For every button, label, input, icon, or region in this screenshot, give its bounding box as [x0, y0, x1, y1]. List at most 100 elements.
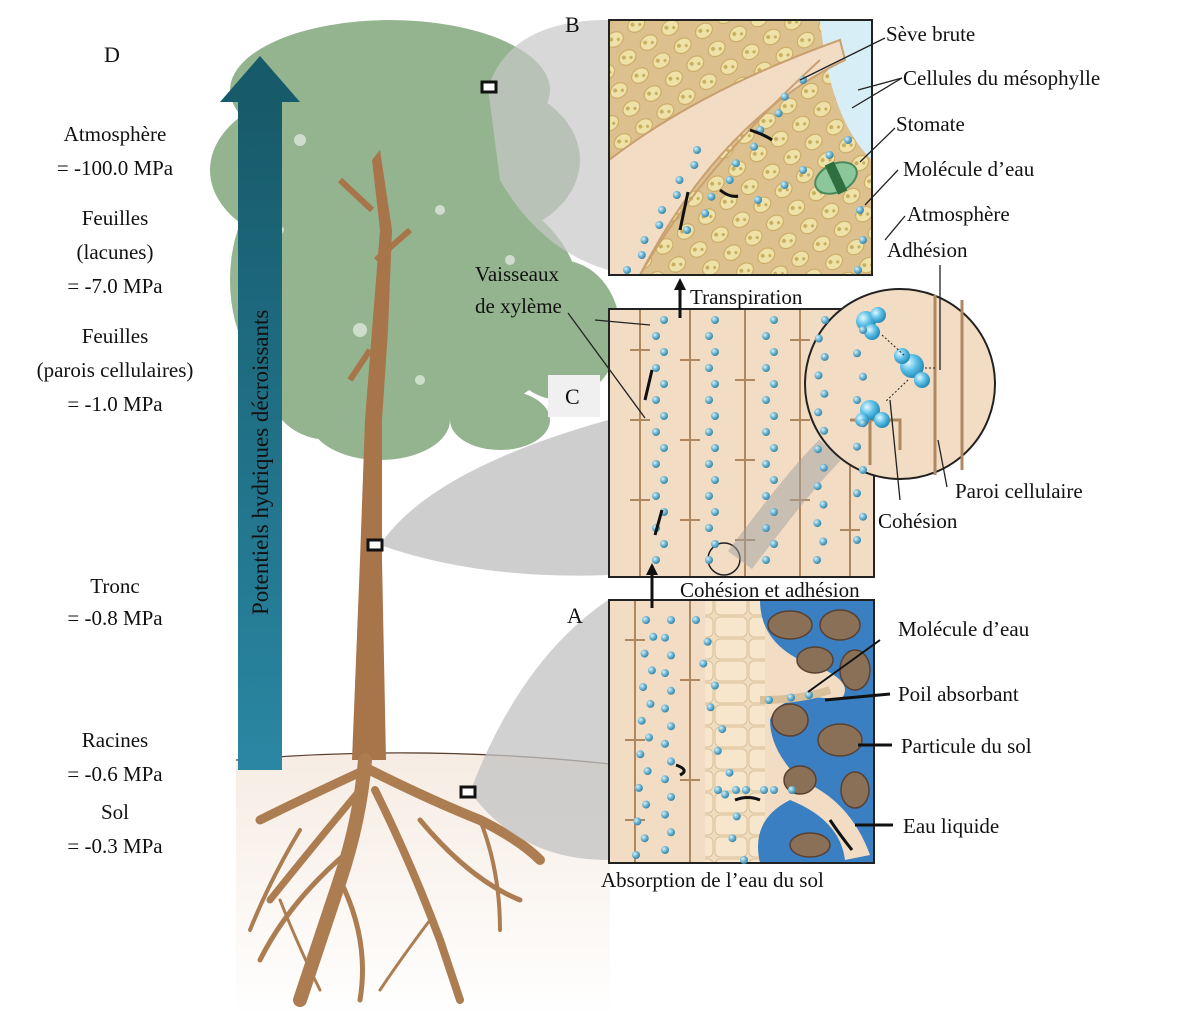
- water-molecule-dot: [754, 196, 762, 204]
- potential-trunk-name: Tronc: [10, 574, 220, 599]
- water-molecule-dot: [645, 734, 653, 742]
- water-molecule-dot: [762, 556, 770, 564]
- water-molecule-dot: [652, 556, 660, 564]
- water-molecule-dot: [641, 650, 649, 658]
- water-molecule-dot: [711, 476, 719, 484]
- water-molecule-dot: [770, 444, 778, 452]
- water-molecule-dot: [676, 176, 684, 184]
- potential-leaves-lacunes-sub: (lacunes): [10, 240, 220, 265]
- water-molecule-dot: [642, 801, 650, 809]
- water-molecule-dot: [787, 694, 795, 702]
- label-transpiration: Transpiration: [690, 285, 802, 310]
- water-molecule-dot: [660, 476, 668, 484]
- water-molecule-dot: [859, 236, 867, 244]
- water-molecule-dot: [635, 784, 643, 792]
- water-molecule-dot: [762, 460, 770, 468]
- label-xylem-vessels-1: Vaisseaux: [475, 262, 559, 287]
- potential-leaves-walls-sub: (parois cellulaires): [0, 358, 230, 383]
- water-molecule-dot: [762, 332, 770, 340]
- water-molecule-dot: [661, 846, 669, 854]
- water-molecule-dot: [711, 316, 719, 324]
- water-molecule-dot: [732, 159, 740, 167]
- water-molecule-dot: [781, 93, 789, 101]
- water-molecule-dot: [854, 266, 862, 274]
- water-molecule-dot: [859, 466, 867, 474]
- label-stomate: Stomate: [896, 112, 965, 137]
- water-molecule-dot: [726, 769, 734, 777]
- water-molecule-dot: [859, 513, 867, 521]
- water-molecule-dot: [658, 206, 666, 214]
- water-molecule-dot: [711, 444, 719, 452]
- water-molecule-dot: [853, 443, 861, 451]
- water-molecule-dot: [667, 722, 675, 730]
- label-cohesion: Cohésion: [878, 509, 957, 534]
- water-molecule-dot: [742, 786, 750, 794]
- water-molecule-dot: [711, 380, 719, 388]
- water-molecule-dot: [814, 482, 822, 490]
- water-molecule-dot: [853, 489, 861, 497]
- water-molecule-dot: [826, 151, 834, 159]
- potential-trunk-value: = -0.8 MPa: [10, 606, 220, 631]
- water-molecule-dot: [814, 445, 822, 453]
- water-molecule-dot: [714, 747, 722, 755]
- water-molecule-dot: [820, 464, 828, 472]
- water-molecule-dot: [714, 786, 722, 794]
- water-molecule-dot: [705, 396, 713, 404]
- water-molecule-dot: [814, 408, 822, 416]
- water-molecule-dot: [692, 616, 700, 624]
- water-molecule-dot: [815, 335, 823, 343]
- water-molecule-dot: [652, 332, 660, 340]
- potential-roots-name: Racines: [10, 728, 220, 753]
- water-molecule-dot: [667, 616, 675, 624]
- water-molecule-dot: [813, 519, 821, 527]
- water-molecule-dot: [760, 786, 768, 794]
- water-molecule-dot: [844, 136, 852, 144]
- water-molecule-dot: [820, 390, 828, 398]
- water-molecule-dot: [705, 556, 713, 564]
- water-molecule-dot: [815, 371, 823, 379]
- label-cohesion-adhesion: Cohésion et adhésion: [680, 578, 860, 603]
- water-molecule-dot: [705, 332, 713, 340]
- label-soil-water-absorption: Absorption de l’eau du sol: [601, 868, 824, 893]
- water-molecule-dot: [661, 740, 669, 748]
- water-molecule-dot: [707, 193, 715, 201]
- letter-a: A: [567, 603, 583, 629]
- water-molecule-dot: [799, 166, 807, 174]
- water-molecule-dot: [673, 191, 681, 199]
- water-molecule-dot: [770, 412, 778, 420]
- water-molecule-dot: [788, 786, 796, 794]
- water-molecule-dot: [652, 428, 660, 436]
- water-molecule-dot: [661, 634, 669, 642]
- water-molecule-dot: [649, 633, 657, 641]
- water-molecule-dot: [660, 316, 668, 324]
- water-molecule-dot: [701, 209, 709, 217]
- water-molecule-dot: [648, 666, 656, 674]
- water-molecule-dot: [632, 851, 640, 859]
- water-molecule-dot: [646, 700, 654, 708]
- potential-soil-value: = -0.3 MPa: [10, 834, 220, 859]
- water-molecule-dot: [813, 556, 821, 564]
- label-mesophyll-cells: Cellules du mésophylle: [903, 66, 1100, 91]
- water-molecule-dot: [690, 161, 698, 169]
- label-seve-brute: Sève brute: [886, 22, 975, 47]
- potential-leaves-walls-value: = -1.0 MPa: [10, 392, 220, 417]
- potential-leaves-walls-name: Feuilles: [10, 324, 220, 349]
- label-adhesion: Adhésion: [887, 238, 968, 263]
- water-molecule-dot: [711, 682, 719, 690]
- water-molecule-dot: [711, 348, 719, 356]
- water-molecule-dot: [667, 758, 675, 766]
- water-molecule-dot: [705, 492, 713, 500]
- water-molecule-dot: [652, 396, 660, 404]
- water-molecule-dot: [732, 786, 740, 794]
- water-molecule-dot: [667, 687, 675, 695]
- water-molecule-dot: [726, 176, 734, 184]
- water-molecule-dot: [820, 427, 828, 435]
- water-molecule-dot: [859, 373, 867, 381]
- water-molecule-dot: [705, 460, 713, 468]
- water-molecule-dot: [667, 793, 675, 801]
- letter-b: B: [565, 12, 580, 38]
- water-molecule-dot: [683, 226, 691, 234]
- water-molecule-dot: [762, 364, 770, 372]
